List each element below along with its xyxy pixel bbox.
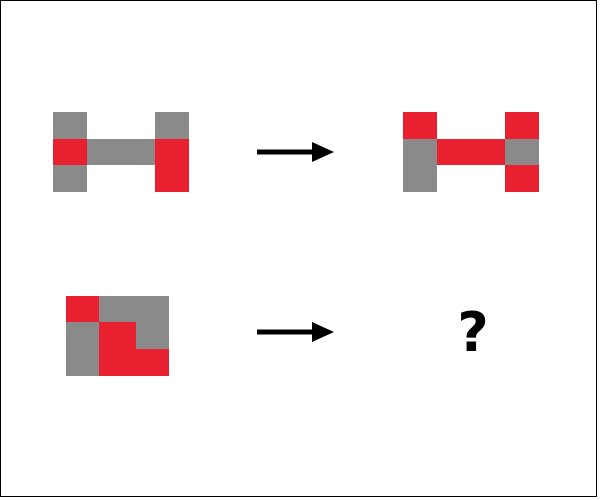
tile-top-right — [505, 112, 539, 139]
tile-mid-left — [53, 139, 87, 165]
h-shape-result — [403, 112, 539, 192]
question-mark: ? — [457, 301, 489, 364]
tile-crossbar — [437, 139, 505, 165]
tile-mid-right — [505, 139, 539, 165]
tile-top-left — [403, 112, 437, 139]
right-arrow-icon — [257, 142, 334, 162]
tile-right-lower — [155, 139, 189, 192]
h-shape-source — [53, 112, 189, 192]
tile-bottom-left — [53, 165, 87, 192]
tile-center-column — [99, 322, 136, 376]
tile-top-left — [53, 112, 87, 139]
tile-top-right — [155, 112, 189, 139]
tile-crossbar — [87, 139, 155, 165]
tile-bottom-right — [136, 349, 169, 376]
tile-top-left — [66, 296, 99, 322]
tile-bottom-right — [505, 165, 539, 192]
tile-left-lower — [403, 139, 437, 192]
right-arrow-icon — [257, 322, 334, 342]
square-shape-source — [66, 296, 169, 376]
